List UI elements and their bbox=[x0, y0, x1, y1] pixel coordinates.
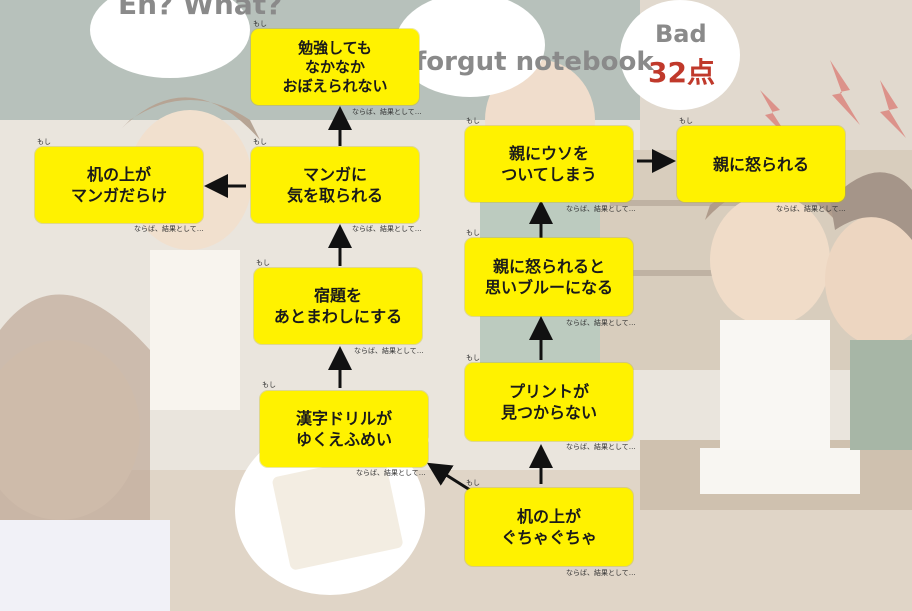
if-tag: もし bbox=[466, 354, 480, 362]
if-tag: もし bbox=[466, 479, 480, 487]
then-tag: ならば、結果として… bbox=[352, 225, 422, 233]
bubble-what-text: Eh? What? bbox=[118, 0, 282, 21]
bubble-notebook-text: forgut notebook bbox=[415, 47, 654, 77]
node-print-missing: プリントが 見つからない bbox=[465, 363, 633, 441]
node-desk-manga: 机の上が マンガだらけ bbox=[35, 147, 203, 223]
if-tag: もし bbox=[466, 117, 480, 125]
then-tag: ならば、結果として… bbox=[354, 347, 424, 355]
then-tag: ならば、結果として… bbox=[566, 205, 636, 213]
node-lie-to-parents: 親にウソを ついてしまう bbox=[465, 126, 633, 202]
node-cant-memorize: 勉強しても なかなか おぼえられない bbox=[251, 29, 419, 105]
then-tag: ならば、結果として… bbox=[356, 469, 426, 477]
bubble-bad-text: Bad bbox=[655, 20, 707, 48]
then-tag: ならば、結果として… bbox=[566, 319, 636, 327]
if-tag: もし bbox=[466, 229, 480, 237]
then-tag: ならば、結果として… bbox=[352, 108, 422, 116]
then-tag: ならば、結果として… bbox=[566, 569, 636, 577]
if-tag: もし bbox=[256, 259, 270, 267]
then-tag: ならば、結果として… bbox=[566, 443, 636, 451]
arrow-desk-to-drill bbox=[426, 462, 471, 492]
then-tag: ならば、結果として… bbox=[776, 205, 846, 213]
if-tag: もし bbox=[253, 138, 267, 146]
node-desk-messy: 机の上が ぐちゃぐちゃ bbox=[465, 488, 633, 566]
then-tag: ならば、結果として… bbox=[134, 225, 204, 233]
node-scolded: 親に怒られる bbox=[677, 126, 845, 202]
node-distracted-manga: マンガに 気を取られる bbox=[251, 147, 419, 223]
if-tag: もし bbox=[253, 20, 267, 28]
if-tag: もし bbox=[679, 117, 693, 125]
if-tag: もし bbox=[262, 381, 276, 389]
node-drill-missing: 漢字ドリルが ゆくえふめい bbox=[260, 391, 428, 467]
node-homework-later: 宿題を あとまわしにする bbox=[254, 268, 422, 344]
node-feel-blue: 親に怒られると 思いブルーになる bbox=[465, 238, 633, 316]
if-tag: もし bbox=[37, 138, 51, 146]
bubble-score-text: 32点 bbox=[648, 56, 715, 89]
